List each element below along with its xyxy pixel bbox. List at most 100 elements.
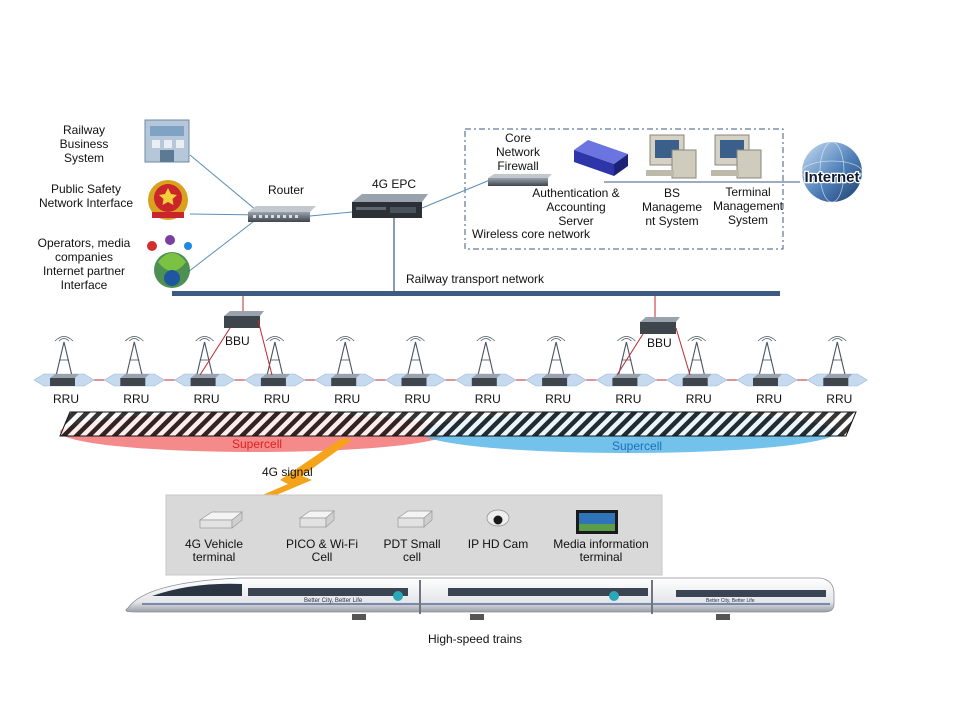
label-line: BS bbox=[664, 186, 680, 200]
tower-icon bbox=[477, 341, 495, 377]
signal-wave bbox=[476, 336, 496, 342]
label-line: Accounting bbox=[546, 200, 605, 214]
label-line: cell bbox=[403, 550, 421, 564]
bbu-fiber-links bbox=[199, 319, 691, 376]
supercell-blue-label: Supercell bbox=[612, 439, 662, 453]
building-icon bbox=[144, 119, 190, 163]
signal-wave bbox=[621, 338, 632, 342]
rru-label: RRU bbox=[194, 392, 220, 406]
signal-wave bbox=[54, 336, 74, 342]
rru-unit-icon bbox=[612, 378, 638, 386]
label-line: companies bbox=[55, 250, 113, 264]
terminal-management-computer-icon bbox=[711, 134, 762, 179]
signal-wave bbox=[269, 338, 281, 342]
wireless-core-network-box bbox=[464, 128, 784, 250]
rru-label: RRU bbox=[826, 392, 852, 406]
tower-icon bbox=[828, 341, 846, 377]
tower-icon bbox=[547, 341, 565, 377]
signal-wave bbox=[339, 338, 351, 342]
signal-wave bbox=[335, 336, 355, 342]
internet-globe-icon bbox=[801, 141, 863, 203]
rru-label: RRU bbox=[405, 392, 431, 406]
label-line: IP HD Cam bbox=[468, 537, 528, 551]
train-slogan-right: Better City, Better Life bbox=[706, 598, 755, 604]
label-line: Public Safety bbox=[51, 182, 121, 196]
terminals-panel bbox=[165, 494, 663, 576]
rru-unit-icon bbox=[401, 378, 427, 386]
rru-unit-icon bbox=[753, 378, 778, 386]
label-line: PICO & Wi-Fi bbox=[286, 537, 358, 551]
vehicle-terminal-icon bbox=[198, 511, 243, 529]
rru-label: RRU bbox=[475, 392, 501, 406]
label-line: Network Interface bbox=[39, 196, 133, 210]
label-line: 4G Vehicle bbox=[185, 537, 243, 551]
police-emblem-icon bbox=[148, 180, 188, 220]
rru-unit-icon bbox=[542, 378, 568, 386]
label-line: Network bbox=[496, 145, 541, 159]
signal-wave bbox=[617, 336, 636, 342]
supercell-hatch-band bbox=[60, 412, 856, 436]
signal-wave bbox=[832, 338, 843, 342]
rru-unit-icon bbox=[50, 378, 75, 386]
label-line: Media information bbox=[553, 537, 648, 551]
epc-label: 4G EPC bbox=[372, 177, 416, 191]
label-line: Server bbox=[558, 214, 593, 228]
source-router-link bbox=[189, 154, 263, 216]
rru-site: RRU bbox=[736, 336, 798, 406]
rru-site: RRU bbox=[806, 336, 868, 406]
signal-wave bbox=[265, 336, 285, 342]
tower-icon bbox=[688, 341, 706, 377]
label-line: Internet partner bbox=[43, 264, 125, 278]
signal-wave bbox=[129, 338, 140, 342]
label-line: Manageme bbox=[642, 200, 702, 214]
terminal-label: IP HD Cam bbox=[468, 537, 528, 551]
label-line: PDT Small bbox=[383, 537, 440, 551]
label-line: Operators, media bbox=[38, 236, 131, 250]
label-line: Firewall bbox=[497, 159, 538, 173]
bbu-left-icon bbox=[224, 311, 264, 328]
train-slogan-left: Better City, Better Life bbox=[304, 598, 363, 604]
auth-server-icon bbox=[574, 140, 628, 176]
signal-bolt-icon bbox=[232, 438, 352, 512]
router-icon bbox=[248, 206, 316, 222]
signal-wave bbox=[761, 338, 773, 342]
tower-icon bbox=[125, 341, 143, 377]
camera-icon bbox=[486, 509, 510, 527]
label-line: Cell bbox=[312, 550, 333, 564]
tower-icon bbox=[406, 341, 425, 377]
train-label: High-speed trains bbox=[428, 632, 522, 646]
tower-icon bbox=[336, 341, 354, 377]
signal-wave bbox=[691, 338, 702, 342]
label-line: System bbox=[728, 213, 768, 227]
signal-wave bbox=[58, 338, 70, 342]
rru-site: RRU bbox=[384, 336, 447, 406]
bbu-right-icon bbox=[640, 317, 680, 334]
rru-site: RRU bbox=[595, 336, 657, 406]
firewall-icon bbox=[488, 174, 552, 186]
source-router-link bbox=[187, 214, 263, 273]
rru-unit-icon bbox=[331, 378, 357, 386]
signal-wave bbox=[410, 338, 421, 342]
rru-site: RRU bbox=[525, 336, 587, 406]
epc-firewall-link bbox=[421, 179, 491, 209]
signal-wave bbox=[550, 338, 562, 342]
label-line: nt System bbox=[645, 214, 698, 228]
rru-site: RRU bbox=[33, 336, 95, 406]
railway-transport-network-label: Railway transport network bbox=[406, 272, 545, 286]
router-epc-link bbox=[309, 211, 353, 217]
epc-server-icon bbox=[352, 194, 428, 218]
rru-site: RRU bbox=[666, 336, 728, 406]
rru-unit-icon bbox=[260, 378, 286, 386]
rru-label: RRU bbox=[615, 392, 641, 406]
rru-label: RRU bbox=[686, 392, 712, 406]
signal-wave bbox=[406, 336, 425, 342]
